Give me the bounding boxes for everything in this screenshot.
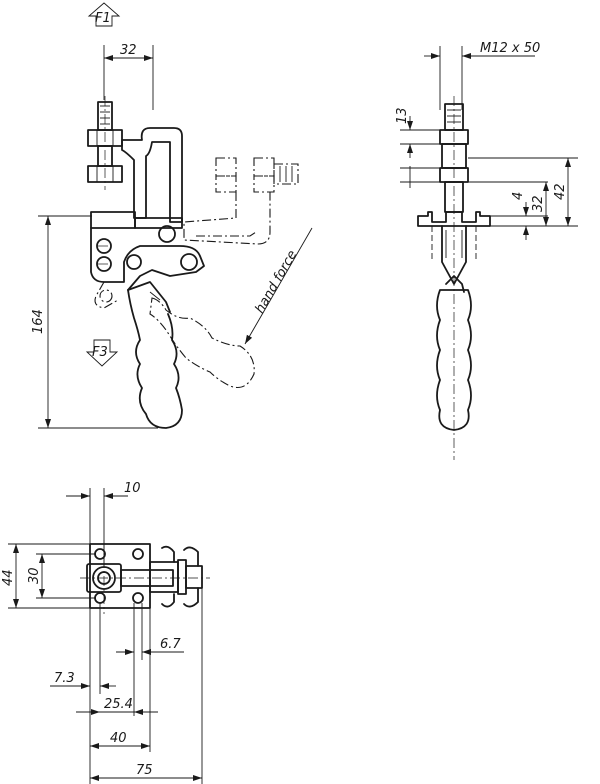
dim-4-label: 4 <box>511 192 526 200</box>
dim-30: 30 <box>27 553 96 599</box>
dim-25-4: 25.4 <box>76 697 158 715</box>
phantom-open-position <box>94 157 299 389</box>
spindle-size: M12 x 50 <box>424 41 540 110</box>
dim-13-label: 13 <box>395 107 410 124</box>
dim-25-4-label: 25.4 <box>104 697 133 712</box>
dim-75: 75 <box>90 763 202 781</box>
dim-top-width-label: 32 <box>120 43 137 58</box>
dim-10-label: 10 <box>124 481 141 496</box>
plan-view: 10 44 30 6.7 <box>1 481 210 784</box>
dim-44-label: 44 <box>1 569 16 586</box>
hand-force-label: hand force <box>252 248 300 316</box>
side-view: M12 x 50 13 <box>395 41 578 460</box>
dim-6-7-label: 6.7 <box>160 637 181 652</box>
dim-height-label: 164 <box>31 309 46 334</box>
dim-7-3: 7.3 <box>50 671 116 689</box>
dim-top-width: 32 <box>103 43 154 110</box>
dim-40: 40 <box>90 731 150 749</box>
force-f3-arrow: F3 <box>85 339 119 367</box>
force-f3-label: F3 <box>92 345 108 360</box>
dim-7-3-label: 7.3 <box>54 671 75 686</box>
dim-32-label: 32 <box>531 195 546 212</box>
dim-10: 10 <box>66 481 141 566</box>
dim-75-label: 75 <box>136 763 153 778</box>
dim-6-7: 6.7 <box>116 637 184 655</box>
dim-44: 44 <box>1 543 90 609</box>
force-f1-label: F1 <box>95 11 111 26</box>
force-f1-arrow: F1 <box>87 2 121 27</box>
dim-13: 13 <box>395 107 440 158</box>
bracket-arm <box>121 127 183 223</box>
dim-30-label: 30 <box>27 567 42 584</box>
dim-42-label: 42 <box>553 183 568 200</box>
dim-height: 164 <box>31 215 158 429</box>
spindle-size-label: M12 x 50 <box>480 41 540 56</box>
hand-force-arrow: hand force <box>244 227 313 345</box>
handle <box>127 281 183 429</box>
clamp-body <box>90 211 205 291</box>
front-view: F1 32 <box>31 2 313 429</box>
dim-right-group: 4 32 42 <box>468 157 578 240</box>
dim-40-label: 40 <box>110 731 127 746</box>
spindle <box>87 96 123 190</box>
